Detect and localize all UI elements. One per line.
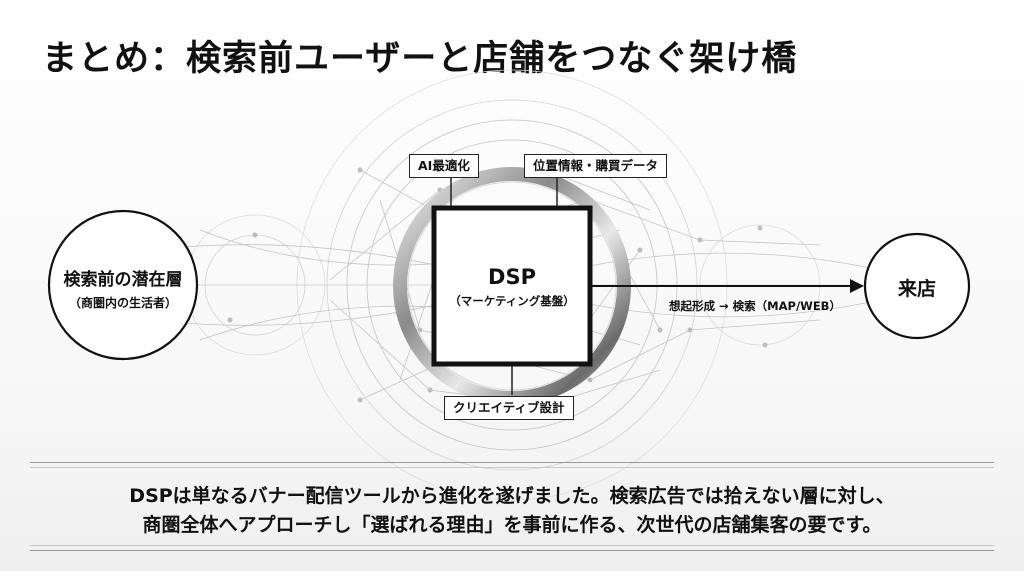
dsp-subtitle: （マーケティング基盤） (449, 294, 575, 308)
left-node-circle (47, 209, 199, 361)
left-node-title: 検索前の潜在層 (63, 270, 183, 290)
summary-bottom-rule (30, 550, 994, 551)
arrow-label: 想起形成 → 検索（MAP/WEB） (669, 299, 841, 313)
left-node-label: 検索前の潜在層 （商圏内の生活者） (49, 265, 197, 311)
flow-arrow (592, 279, 864, 293)
dsp-box (431, 205, 593, 367)
left-node-subtitle: （商圏内の生活者） (68, 296, 177, 310)
dsp-label: DSP （マーケティング基盤） (434, 265, 590, 309)
tag-ai-optimization: AI最適化 (409, 154, 479, 178)
page-title: まとめ：検索前ユーザーと店舗をつなぐ架け橋 (42, 39, 798, 79)
summary-panel: DSPは単なるバナー配信ツールから進化を遂げました。検索広告では拾えない層に対し… (30, 462, 994, 552)
summary-line-2: 商圏全体へアプローチし「選ばれる理由」を事前に作る、次世代の店舗集客の要です。 (142, 514, 882, 536)
tag-creative-design: クリエイティブ設計 (444, 396, 574, 420)
summary-line-1: DSPは単なるバナー配信ツールから進化を遂げました。検索広告では拾えない層に対し… (129, 485, 895, 507)
summary-top-rule (30, 462, 994, 463)
dsp-title: DSP (488, 265, 536, 289)
right-node-circle (863, 232, 971, 340)
summary-bottom-rule-2 (30, 545, 994, 546)
tag-connectors (450, 177, 558, 395)
summary-top-rule-2 (30, 467, 994, 468)
right-node-title: 来店 (897, 278, 936, 300)
summary-text: DSPは単なるバナー配信ツールから進化を遂げました。検索広告では拾えない層に対し… (30, 482, 994, 540)
tag-location-purchase-data: 位置情報・購買データ (524, 154, 668, 178)
